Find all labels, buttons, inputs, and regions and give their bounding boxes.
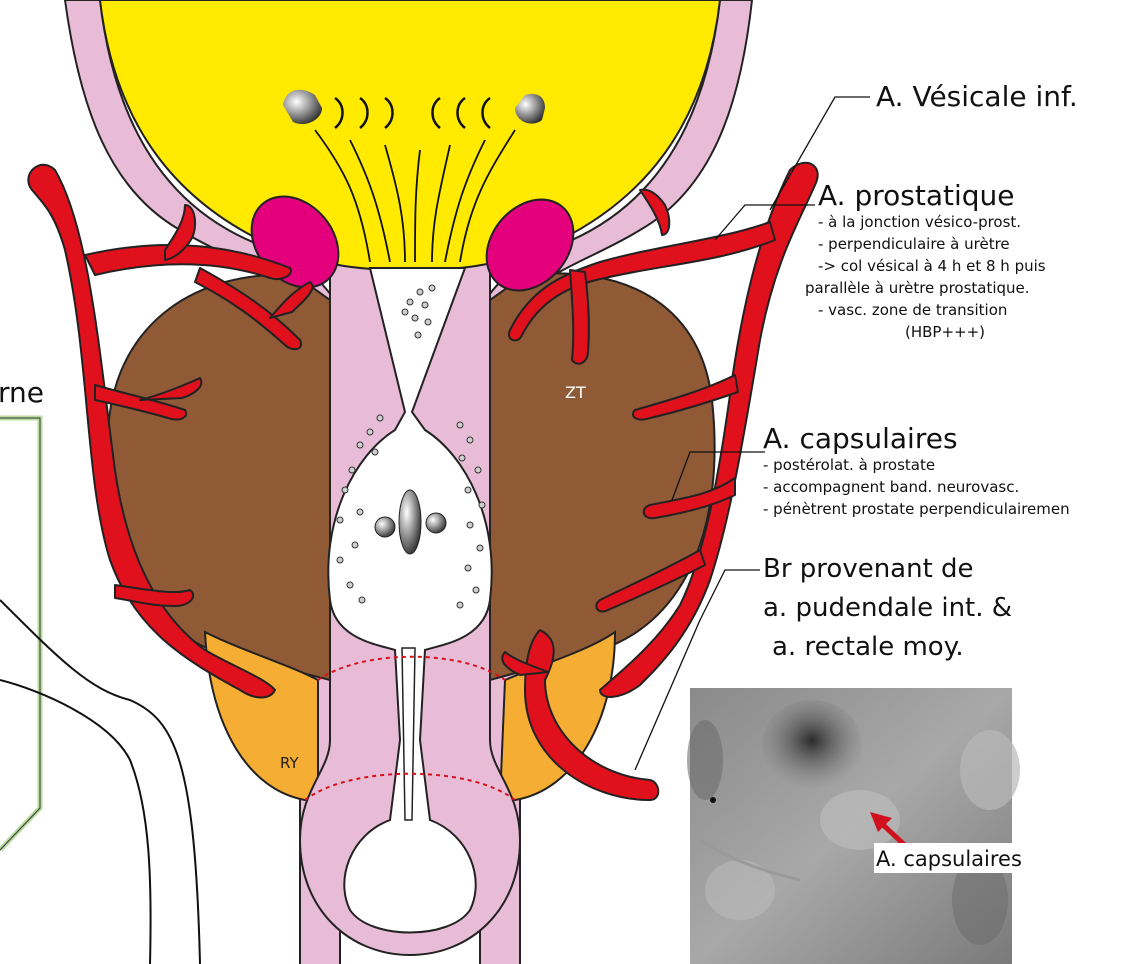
xray-inset: A. capsulaires — [687, 688, 1022, 964]
label-capsulaires-line1: - postérolat. à prostate — [763, 456, 935, 474]
label-prostatique-title: A. prostatique — [818, 179, 1015, 212]
label-xray: A. capsulaires — [876, 847, 1022, 871]
label-prostatique-line6: (HBP+++) — [905, 323, 985, 341]
outline-curve-2 — [0, 680, 151, 964]
label-prostatique-line4: parallèle à urètre prostatique. — [805, 279, 1030, 297]
label-capsulaires-line2: - accompagnent band. neurovasc. — [763, 478, 1019, 496]
label-vesicale: A. Vésicale inf. — [876, 80, 1078, 113]
label-capsulaires-title: A. capsulaires — [763, 422, 958, 455]
label-prostatique-line3: -> col vésical à 4 h et 8 h puis — [818, 257, 1046, 275]
label-br-line3: a. rectale moy. — [772, 632, 964, 662]
label-ry: RY — [280, 754, 299, 772]
label-br-line2: a. pudendale int. & — [763, 593, 1012, 623]
label-br-line1: Br provenant de — [763, 554, 974, 584]
label-prostatique-line2: - perpendiculaire à urètre — [818, 235, 1010, 253]
label-left-cut: rne — [0, 376, 44, 409]
label-prostatique-line5: - vasc. zone de transition — [818, 301, 1007, 319]
label-capsulaires-line3: - pénètrent prostate perpendiculairemen — [763, 500, 1070, 518]
outline-curve-1 — [0, 600, 200, 964]
label-zt: ZT — [565, 383, 586, 402]
label-prostatique-line1: - à la jonction vésico-prost. — [818, 213, 1021, 231]
